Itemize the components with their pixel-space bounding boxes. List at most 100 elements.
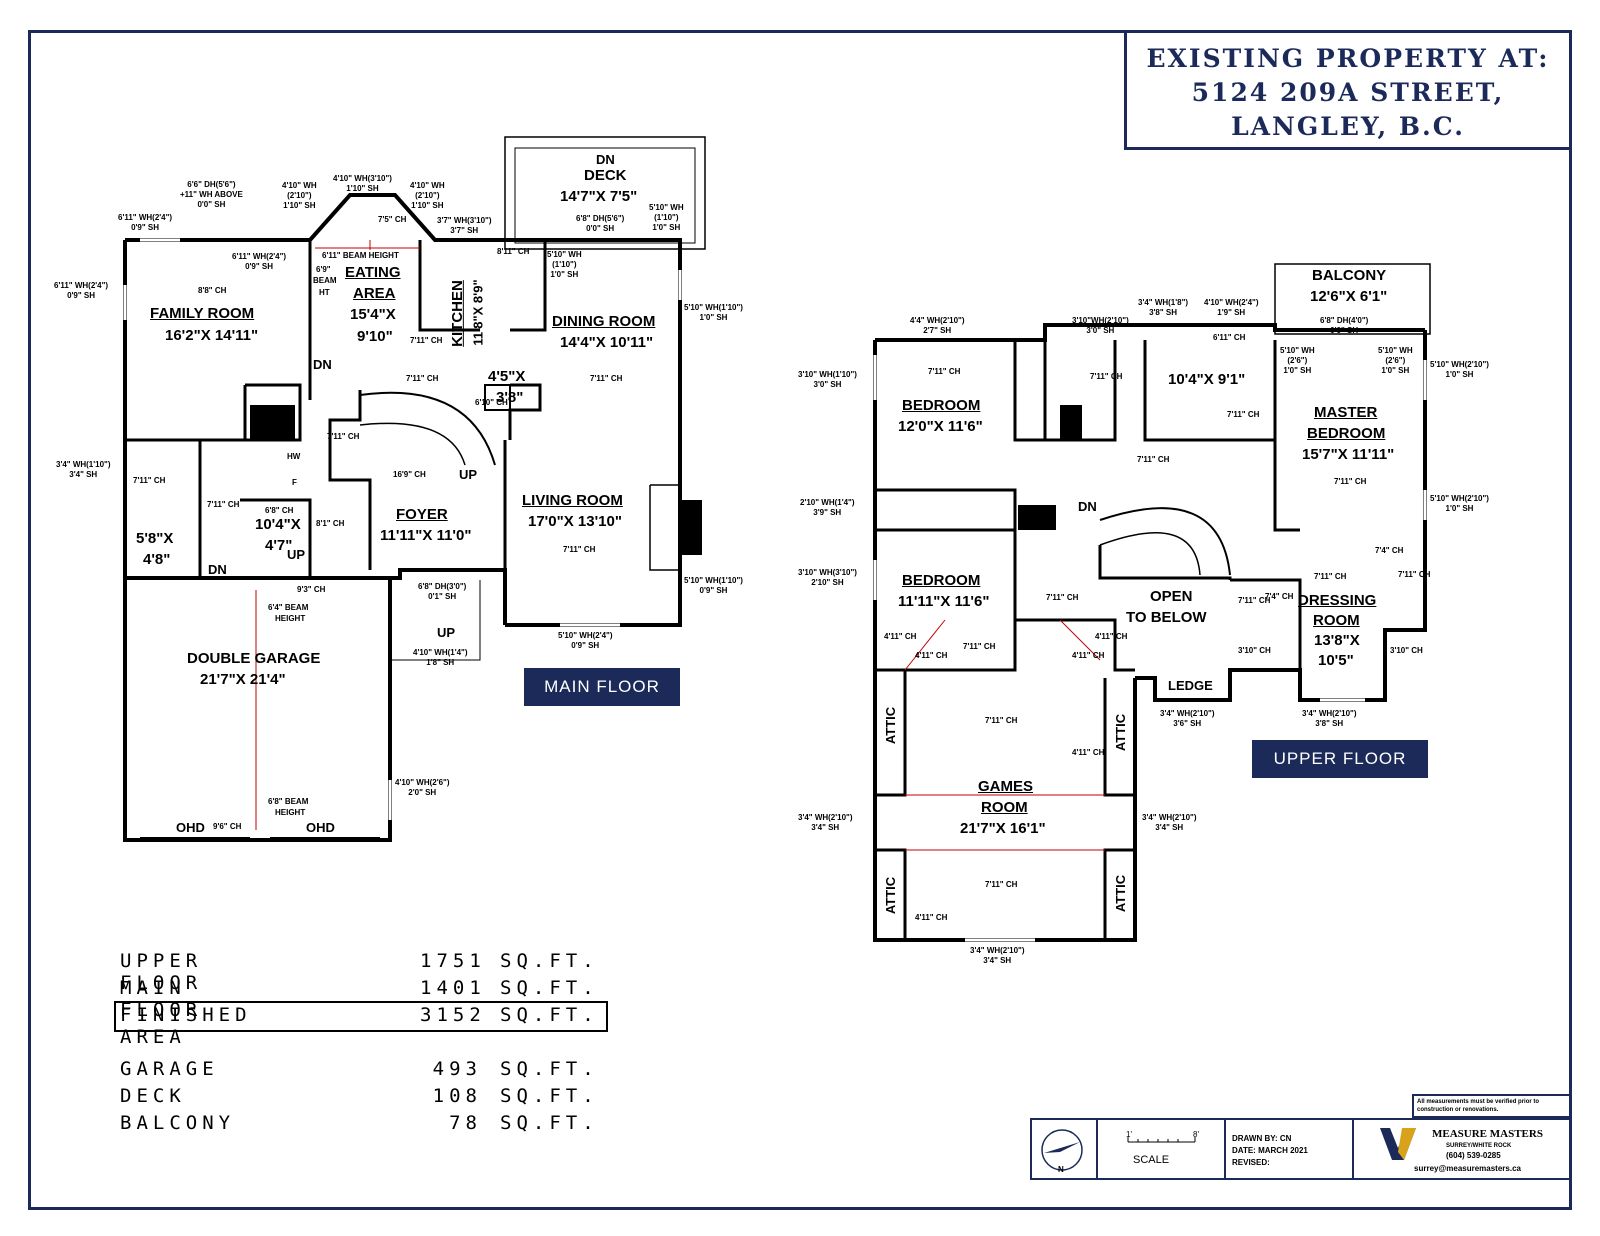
interior-wall xyxy=(510,240,547,332)
window-callout: 3'4" WH(2'10")3'6" SH xyxy=(1160,709,1215,728)
laundry-dims-2: 4'7" xyxy=(265,537,293,554)
closet-ch-4: 3'10" CH xyxy=(1390,646,1423,655)
main-stair-curve xyxy=(359,391,496,466)
window-callout: 5'10" WH(1'10")0'9" SH xyxy=(684,576,743,595)
ensuite-ch-3: 6'11" CH xyxy=(1213,333,1246,342)
living-room-ch: 7'11" CH xyxy=(563,545,596,554)
eating-area-label: EATING xyxy=(345,264,401,281)
window-callout: 5'10" WH(1'10")1'0" SH xyxy=(684,303,743,322)
window-callout: 5'10" WH(2'6")1'0" SH xyxy=(1280,346,1315,375)
balcony-label: BALCONY xyxy=(1312,267,1387,284)
hall-ch-2: 7'11" CH xyxy=(1046,593,1079,602)
attic-ch-3: 4'11" CH xyxy=(1072,651,1105,660)
bedroom-2-ch: 7'11" CH xyxy=(963,642,996,651)
title-block: N 1' 8' SCALE DRAWN BY: CN DATE: MARCH 2… xyxy=(1030,1118,1572,1180)
title-line-1: EXISTING PROPERTY AT: xyxy=(1146,44,1550,73)
beam-label-4c: HT xyxy=(319,288,330,297)
window-callout: 4'4" WH(2'10")2'7" SH xyxy=(910,316,965,335)
main-floor-wall xyxy=(505,238,682,627)
garage-wall xyxy=(123,578,392,842)
ensuite-dims: 10'4"X 9'1" xyxy=(1168,371,1246,388)
window-callout: 5'10" WH(2'4")0'9" SH xyxy=(558,631,613,650)
fireplace-outline xyxy=(649,484,681,571)
window-callout: 4'10" WH(2'10")1'10" SH xyxy=(410,181,445,210)
bath-dims-2: 4'8" xyxy=(143,551,171,568)
master-bedroom-label: MASTER xyxy=(1314,404,1378,421)
main-floor-badge: MAIN FLOOR xyxy=(524,668,680,706)
foyer-label: FOYER xyxy=(396,506,448,523)
dressing-room-label-2: ROOM xyxy=(1313,612,1360,629)
window-callout: 2'10" WH(1'4")3'9" SH xyxy=(800,498,855,517)
bath-ch: 7'11" CH xyxy=(1090,372,1123,381)
ensuite-ch: 7'11" CH xyxy=(1227,410,1260,419)
games-room-dims: 21'7"X 16'1" xyxy=(960,820,1046,837)
drawn-by: DRAWN BY: CN xyxy=(1232,1134,1292,1143)
balcony-dims: 12'6"X 6'1" xyxy=(1310,288,1388,305)
open-to-below-label: OPEN xyxy=(1150,588,1193,605)
window-callout: 5'10" WH(2'6")1'0" SH xyxy=(1378,346,1413,375)
bedroom-2-dims: 11'11"X 11'6" xyxy=(898,593,990,610)
attic-ch: 4'11" CH xyxy=(884,632,917,641)
attic-label-3: ATTIC xyxy=(883,876,899,915)
window-callout: 4'10" WH(2'4")1'9" SH xyxy=(1204,298,1259,317)
kit-ch: 7'11" CH xyxy=(410,336,443,345)
bath-dims: 5'8"X xyxy=(136,530,174,547)
scale-min: 1' xyxy=(1126,1130,1132,1139)
porch-outline xyxy=(389,578,481,661)
games-room-label-2: ROOM xyxy=(981,799,1028,816)
window-callout: 3'4" WH(2'10")3'4" SH xyxy=(970,946,1025,965)
window-callout: 4'10" WH(3'10")1'10" SH xyxy=(333,174,392,193)
north-arrow-circle xyxy=(1041,1129,1083,1171)
balcony-outline xyxy=(1274,263,1431,335)
verification-note: All measurements must be verified prior … xyxy=(1412,1094,1572,1118)
interior-wall xyxy=(328,390,372,570)
games-room-ch: 7'11" CH xyxy=(985,716,1018,725)
hall-line xyxy=(1059,619,1101,661)
drawing-info-cell: DRAWN BY: CN DATE: MARCH 2021 REVISED: xyxy=(1226,1120,1354,1178)
living-room-label: LIVING ROOM xyxy=(522,492,623,509)
bedroom-2-label: BEDROOM xyxy=(902,572,981,589)
attic-ch-4: 4'11" CH xyxy=(1095,632,1128,641)
company-phone: (604) 539-0285 xyxy=(1446,1151,1501,1160)
deck-dn: DN xyxy=(596,152,615,167)
attic-ch-2: 4'11" CH xyxy=(915,651,948,660)
window-callout: 4'10" WH(2'10")1'10" SH xyxy=(282,181,317,210)
master-bedroom-dims: 15'7"X 11'11" xyxy=(1302,446,1395,463)
attic-label-4: ATTIC xyxy=(1113,874,1129,913)
interior-wall xyxy=(508,383,542,440)
ch-711b: 7'11" CH xyxy=(327,432,360,441)
dressing-room-dims: 13'8"X xyxy=(1314,632,1360,649)
foyer-dims: 11'11"X 11'0" xyxy=(380,527,472,544)
dining-room-label: DINING ROOM xyxy=(552,313,656,330)
upper-wall-block xyxy=(1060,405,1082,440)
double-garage-dims: 21'7"X 21'4" xyxy=(200,671,286,688)
window-callout: 3'4" WH(2'10")3'4" SH xyxy=(1142,813,1197,832)
interior-wall xyxy=(240,498,312,578)
interior-wall xyxy=(243,383,302,442)
interior-wall xyxy=(1143,340,1277,442)
ch-610: 6'10" CH xyxy=(475,398,508,407)
window-callout: 3'4" WH(1'8")3'8" SH xyxy=(1138,298,1189,317)
garage-door-label-2: OHD xyxy=(306,820,335,835)
window-callout: 3'7" WH(3'10")3'7" SH xyxy=(437,216,492,235)
deck-inner-outline xyxy=(514,147,696,244)
window-callout: 6'11" WH(2'4")0'9" SH xyxy=(232,252,287,271)
window-callout: 6'11" WH(2'4")0'9" SH xyxy=(118,213,173,232)
games-room-ch-2: 7'11" CH xyxy=(985,880,1018,889)
living-room-dims: 17'0"X 13'10" xyxy=(528,513,622,530)
north-label: N xyxy=(1058,1165,1064,1174)
kitchen-dims: 11'8"X 8'9" xyxy=(470,279,486,346)
beam-label-4b: BEAM xyxy=(313,276,337,285)
double-garage-label: DOUBLE GARAGE xyxy=(187,650,321,667)
beam-label-b: HEIGHT xyxy=(275,614,306,623)
revised-label: REVISED: xyxy=(1232,1158,1270,1167)
closet-ch-5: 7'4" CH xyxy=(1375,546,1404,555)
closet-ch-6: 7'11" CH xyxy=(1398,570,1431,579)
bedroom-1-ch: 7'11" CH xyxy=(928,367,961,376)
page-border xyxy=(28,30,1572,1210)
eating-area-dims-2: 9'10" xyxy=(357,328,393,345)
dressing-room-dims-2: 10'5" xyxy=(1318,652,1354,669)
up-label-2: UP xyxy=(287,547,306,562)
up-label: UP xyxy=(459,467,478,482)
eating-area-label-2: AREA xyxy=(353,285,396,302)
